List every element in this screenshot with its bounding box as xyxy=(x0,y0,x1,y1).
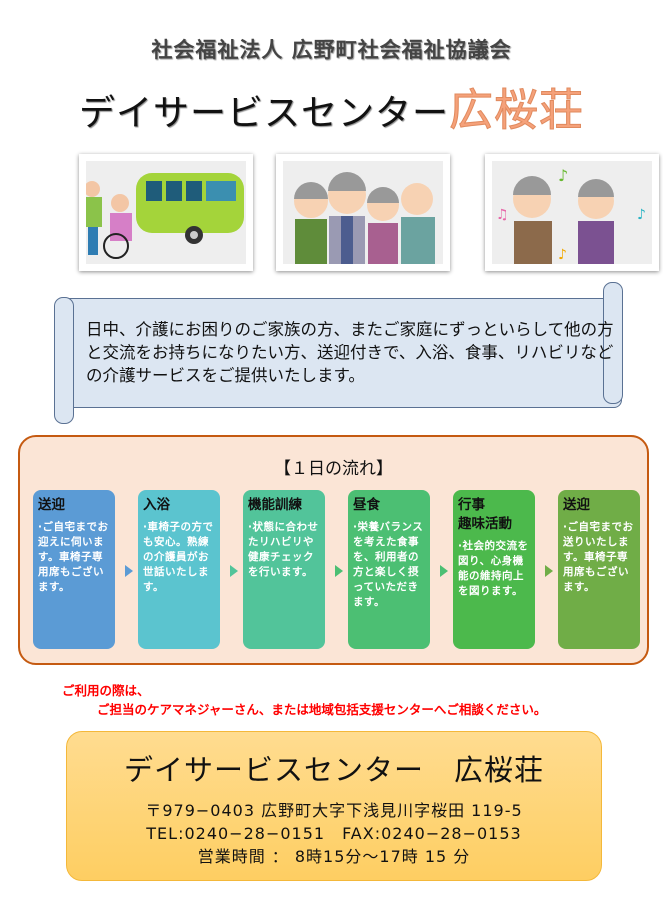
business-hours: 営業時間 ： 8時15分～17時 15 分 xyxy=(197,847,471,866)
arrow-right-icon xyxy=(545,565,553,577)
notice-line-1: ご利用の際は、 xyxy=(62,683,150,698)
flow-step-lunch: 昼食·栄養バランスを考えた食事を、利用者の方と楽しく摂っていただきます。 xyxy=(348,490,430,649)
flow-title: 【１日の流れ】 xyxy=(274,459,393,479)
address: 〒979−0403 広野町大字下浅見川字桜田 119-5 xyxy=(145,801,523,820)
daily-flow-panel: 【１日の流れ】 送迎·ご自宅までお迎えに伺います。車椅子専用席もございます。 入… xyxy=(18,435,649,665)
usage-notice: ご利用の際は、 ご担当のケアマネジャーさん、または地域包括支援センターへご相談く… xyxy=(62,681,546,719)
karaoke-illustration: ♪ ♫ ♪ ♪ xyxy=(485,154,659,271)
arrow-right-icon xyxy=(335,565,343,577)
seniors-group-illustration xyxy=(276,154,450,271)
notice-line-2: ご担当のケアマネジャーさん、または地域包括支援センターへご相談ください。 xyxy=(97,702,547,717)
arrow-right-icon xyxy=(125,565,133,577)
svg-text:♪: ♪ xyxy=(558,247,567,263)
intro-text: 日中、介護にお困りのご家族の方、またご家庭にずっといらして他の方と交流をお持ちに… xyxy=(86,320,614,385)
flow-step-pickup: 送迎·ご自宅までお迎えに伺います。車椅子専用席もございます。 xyxy=(33,490,115,649)
svg-text:♫: ♫ xyxy=(496,207,509,223)
arrow-right-icon xyxy=(440,565,448,577)
title-main: デイサービスセンター xyxy=(78,93,449,134)
svg-text:♪: ♪ xyxy=(558,166,568,185)
page-title: デイサービスセンター広桜荘 xyxy=(0,74,663,138)
contact-box: デイサービスセンター 広桜荘 〒979−0403 広野町大字下浅見川字桜田 11… xyxy=(66,731,602,881)
phone-fax: TEL:0240−28−0151 FAX:0240−28−0153 xyxy=(146,824,522,843)
intro-scroll-banner: 日中、介護にお困りのご家族の方、またご家庭にずっといらして他の方と交流をお持ちに… xyxy=(54,282,623,424)
flow-step-activities: 行事 趣味活動·社会的交流を図り、心身機能の維持向上を図ります。 xyxy=(453,490,535,649)
arrow-right-icon xyxy=(230,565,238,577)
title-accent: 広桜荘 xyxy=(449,85,584,137)
flow-step-bath: 入浴·車椅子の方でも安心。熟練の介護員がお世話いたします。 xyxy=(138,490,220,649)
flow-step-dropoff: 送迎·ご自宅までお送りいたします。車椅子専用席もございます。 xyxy=(558,490,640,649)
svg-text:♪: ♪ xyxy=(637,207,646,223)
flow-step-rehab: 機能訓練·状態に合わせたリハビリや健康チェックを行います。 xyxy=(243,490,325,649)
facility-name: デイサービスセンター 広桜荘 xyxy=(123,753,544,787)
transport-van-illustration xyxy=(79,154,253,271)
organization-name: 社会福祉法人 広野町社会福祉協議会 xyxy=(151,38,512,62)
